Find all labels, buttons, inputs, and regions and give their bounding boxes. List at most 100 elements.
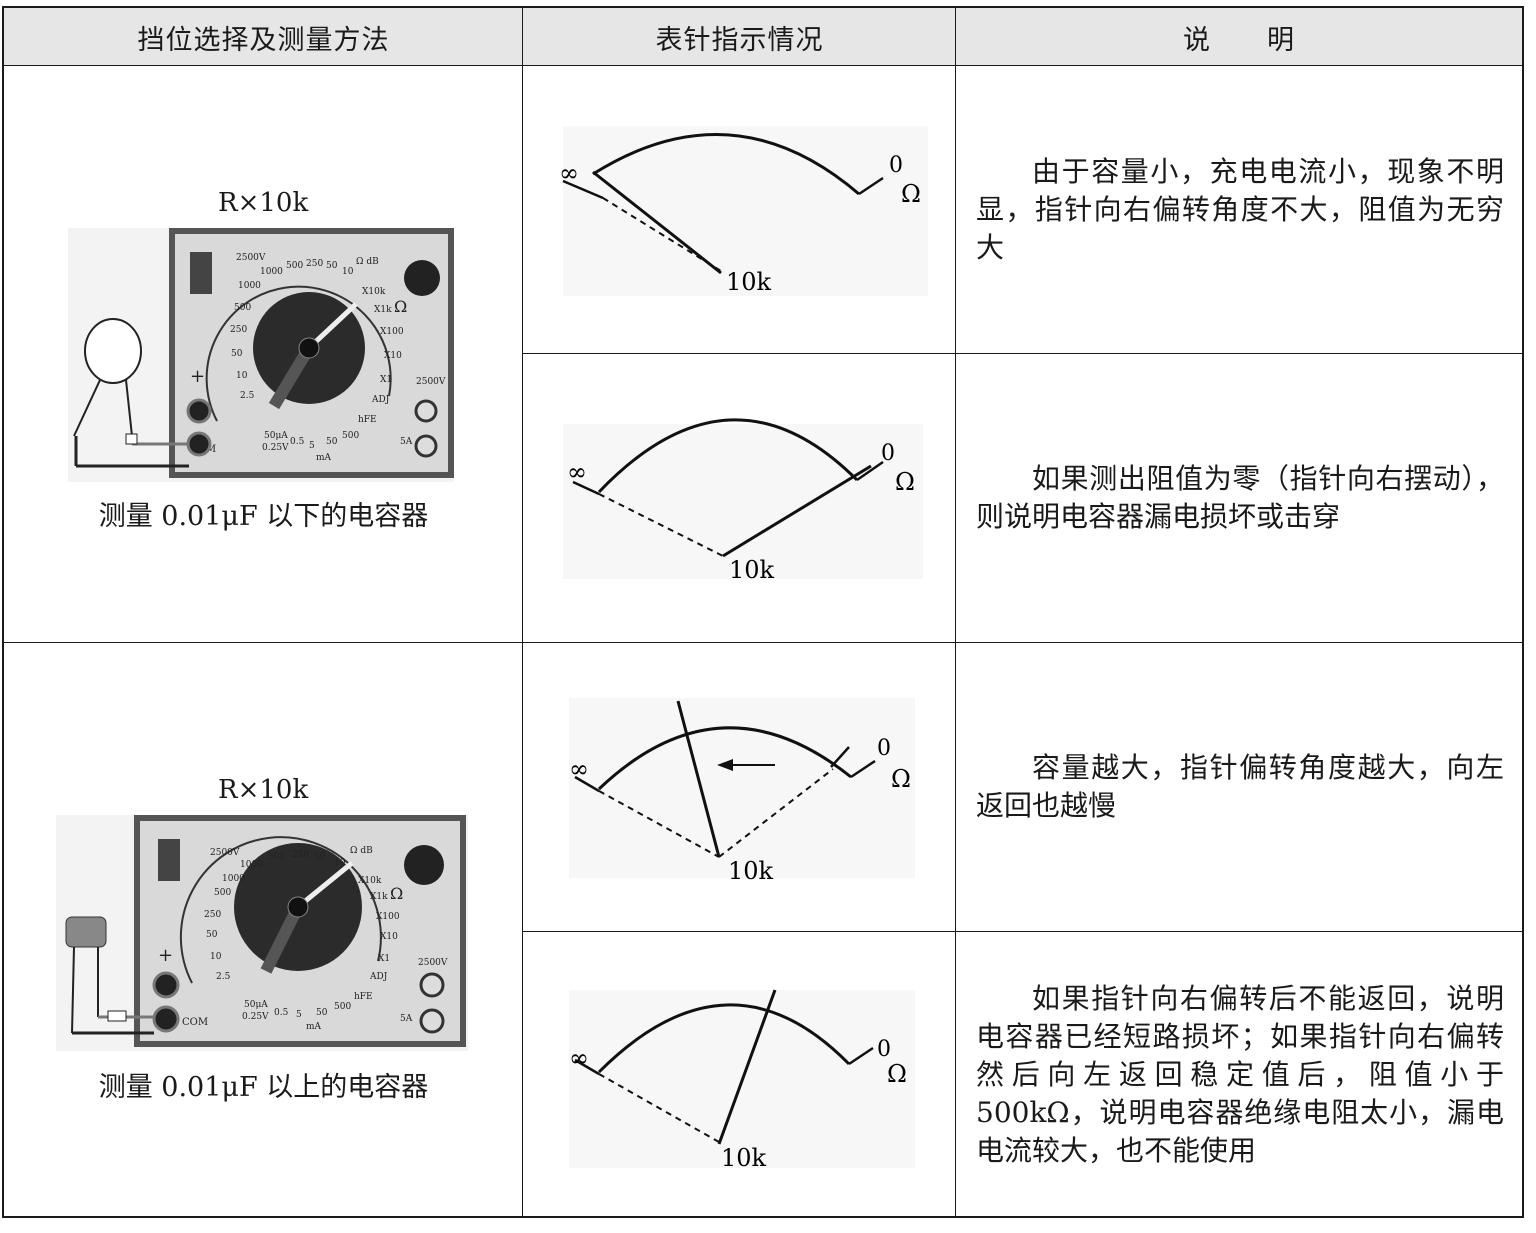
svg-text:Ω: Ω [390, 884, 403, 903]
header-needle: 表针指示情况 [523, 8, 956, 66]
svg-text:X1k: X1k [370, 892, 388, 902]
needle [722, 464, 872, 558]
svg-text:2500V: 2500V [418, 958, 448, 968]
note-text: 如果指针向右偏转后不能返回，说明电容器已经短路损坏；如果指针向右偏转然后向左返回… [976, 981, 1504, 1167]
method-caption: 测量 0.01μF 以上的电容器 [98, 1072, 429, 1103]
svg-text:1000: 1000 [222, 874, 245, 884]
svg-text:1000: 1000 [238, 281, 261, 291]
svg-text:50μA: 50μA [244, 1000, 268, 1010]
needle [676, 700, 721, 858]
svg-text:10: 10 [334, 858, 346, 868]
svg-text:2.5: 2.5 [240, 391, 255, 401]
adjust-knob [404, 845, 444, 885]
svg-text:500: 500 [234, 303, 251, 313]
svg-text:mA: mA [306, 1022, 322, 1032]
needle-scale-svg: ∞ 0 Ω 10k [569, 698, 915, 885]
svg-text:ADJ: ADJ [371, 395, 390, 405]
ohm-mark: Ω [891, 765, 911, 793]
svg-text:Ω dB: Ω dB [356, 257, 379, 267]
svg-text:50: 50 [206, 930, 218, 940]
svg-text:0.25V: 0.25V [242, 1012, 269, 1022]
ohm-mark: Ω [901, 180, 921, 208]
adjust-knob [404, 260, 440, 296]
transistor-socket [158, 839, 180, 881]
scale-arc [592, 132, 860, 196]
scale-arc [597, 726, 852, 791]
svg-text:0.5: 0.5 [274, 1008, 289, 1018]
svg-text:X10k: X10k [358, 876, 382, 886]
ohm-mark: Ω [895, 468, 915, 496]
ohm-mark: Ω [887, 1060, 907, 1088]
column-divider-1 [522, 8, 523, 1216]
svg-text:500: 500 [342, 431, 359, 441]
svg-text:2500V: 2500V [210, 848, 240, 858]
svg-text:+: + [158, 945, 173, 966]
column-divider-2 [955, 8, 956, 1216]
range-label: R×10k [218, 188, 309, 218]
infinity-mark: ∞ [569, 1044, 589, 1072]
method-caption: 测量 0.01μF 以下的电容器 [98, 501, 429, 532]
needle-scale-svg: ∞ 0 Ω 10k [559, 126, 928, 296]
note-cell-1: 由于容量小，充电电流小，现象不明显，指针向右偏转角度不大，阻值为无穷大 [956, 66, 1522, 353]
header-divider [4, 65, 1522, 66]
svg-text:50: 50 [326, 261, 338, 271]
svg-text:X1: X1 [378, 954, 390, 964]
svg-text:X1: X1 [380, 375, 392, 385]
mid-mark: 10k [721, 1144, 767, 1172]
svg-text:500: 500 [214, 888, 231, 898]
com-jack [186, 431, 212, 457]
needle-scale-svg: ∞ 0 Ω 10k [569, 989, 915, 1172]
svg-text:250: 250 [230, 325, 247, 335]
svg-text:250: 250 [306, 259, 323, 269]
svg-text:hFE: hFE [358, 415, 377, 425]
com-jack [152, 1005, 180, 1033]
svg-text:1000: 1000 [260, 267, 283, 277]
needle-diagram-4: ∞ 0 Ω 10k [523, 932, 955, 1217]
film-capacitor [65, 916, 107, 948]
svg-text:hFE: hFE [354, 992, 373, 1002]
svg-text:mA: mA [316, 453, 332, 463]
row-divider-main [4, 642, 1522, 643]
svg-text:50: 50 [316, 1008, 328, 1018]
svg-text:5: 5 [309, 441, 315, 451]
svg-text:5A: 5A [400, 1014, 413, 1024]
mid-mark: 10k [728, 857, 774, 885]
header-method: 挡位选择及测量方法 [4, 8, 523, 66]
note-text: 由于容量小，充电电流小，现象不明显，指针向右偏转角度不大，阻值为无穷大 [976, 154, 1504, 264]
needle-diagram-2: ∞ 0 Ω 10k [523, 354, 955, 642]
svg-text:500: 500 [268, 852, 285, 862]
transistor-socket [190, 252, 212, 294]
svg-text:X100: X100 [376, 912, 400, 922]
plus-jack [152, 971, 180, 999]
svg-text:250: 250 [292, 850, 309, 860]
scale-arc [597, 1003, 851, 1074]
note-cell-4: 如果指针向右偏转后不能返回，说明电容器已经短路损坏；如果指针向右偏转然后向左返回… [956, 932, 1522, 1217]
note-text: 如果测出阻值为零（指针向右摆动），则说明电容器漏电损坏或击穿 [976, 462, 1504, 533]
zero-mark: 0 [877, 1037, 891, 1062]
svg-text:COM: COM [182, 1017, 208, 1028]
svg-text:50: 50 [314, 852, 326, 862]
mid-mark: 10k [726, 268, 772, 296]
infinity-mark: ∞ [569, 755, 589, 783]
infinity-mark: ∞ [567, 458, 587, 486]
svg-text:2500V: 2500V [236, 253, 266, 263]
svg-text:Ω: Ω [394, 297, 407, 316]
svg-text:50: 50 [231, 349, 243, 359]
mid-mark: 10k [729, 556, 775, 584]
note-cell-2: 如果测出阻值为零（指针向右摆动），则说明电容器漏电损坏或击穿 [956, 354, 1522, 642]
svg-text:Ω dB: Ω dB [350, 846, 373, 856]
svg-text:500: 500 [334, 1002, 351, 1012]
svg-text:0.5: 0.5 [290, 437, 305, 447]
zero-mark: 0 [889, 153, 903, 178]
needle-diagram-1: ∞ 0 Ω 10k [523, 66, 955, 353]
svg-text:X1k: X1k [374, 305, 392, 315]
svg-text:X10k: X10k [362, 287, 386, 297]
svg-text:250: 250 [204, 910, 221, 920]
needle [592, 170, 722, 275]
svg-text:X100: X100 [380, 327, 404, 337]
